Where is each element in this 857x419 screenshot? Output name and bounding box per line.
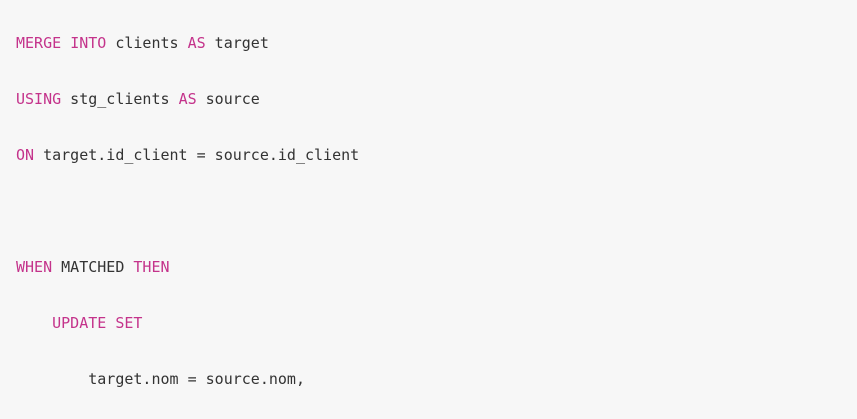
- code-indent: [16, 314, 52, 332]
- sql-keyword: INTO: [70, 34, 107, 52]
- code-line: target.nom = source.nom,: [16, 365, 857, 393]
- code-text: source: [196, 90, 260, 108]
- code-text: [106, 314, 115, 332]
- sql-keyword: UPDATE: [52, 314, 107, 332]
- code-line: UPDATE SET: [16, 309, 857, 337]
- code-text: target.id_client = source.id_client: [34, 146, 360, 164]
- sql-code-block[interactable]: MERGE INTO clients AS target USING stg_c…: [16, 29, 857, 419]
- code-line: WHEN MATCHED THEN: [16, 253, 857, 281]
- sql-keyword: USING: [16, 90, 62, 108]
- code-text: [61, 34, 70, 52]
- code-text: target: [205, 34, 269, 52]
- sql-keyword: ON: [16, 146, 35, 164]
- sql-keyword: MERGE: [16, 34, 62, 52]
- sql-keyword: AS: [178, 90, 197, 108]
- code-text: clients: [106, 34, 188, 52]
- sql-keyword: WHEN: [16, 258, 53, 276]
- code-text: MATCHED: [52, 258, 134, 276]
- code-indent: [16, 370, 88, 388]
- sql-keyword: THEN: [133, 258, 170, 276]
- code-line: ON target.id_client = source.id_client: [16, 141, 857, 169]
- code-text: stg_clients: [61, 90, 179, 108]
- sql-keyword: SET: [115, 314, 143, 332]
- code-line: USING stg_clients AS source: [16, 85, 857, 113]
- code-text: target.nom = source.nom,: [88, 370, 305, 388]
- sql-keyword: AS: [187, 34, 206, 52]
- code-line: MERGE INTO clients AS target: [16, 29, 857, 57]
- sql-code-lines: MERGE INTO clients AS target USING stg_c…: [16, 29, 857, 419]
- code-line: [16, 197, 857, 225]
